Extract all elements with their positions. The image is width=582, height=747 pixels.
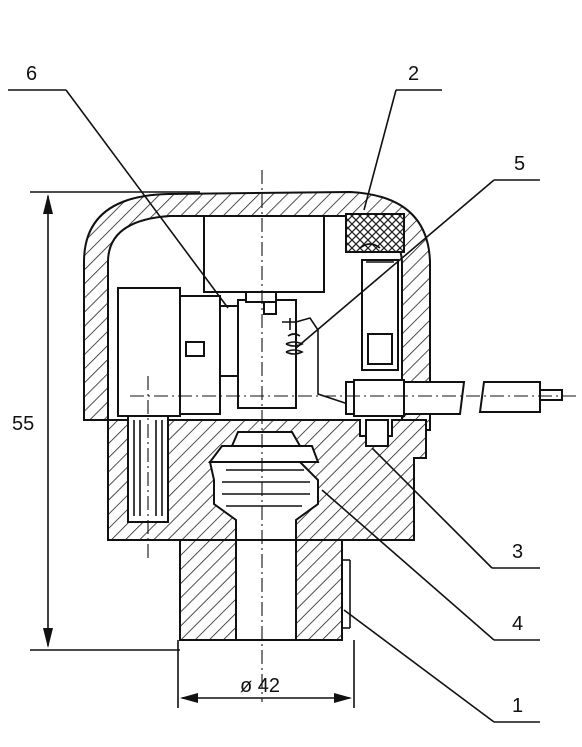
cable-connector: [345, 243, 563, 447]
callout-3-label: 3: [512, 541, 523, 563]
callout-4: 4: [321, 489, 540, 641]
callout-6: 6: [8, 63, 229, 309]
switch-housing: [117, 215, 325, 417]
dimension-diameter: ø 42: [177, 640, 355, 708]
callout-3: 3: [371, 447, 540, 569]
callout-2: 2: [363, 63, 442, 211]
callout-1-label: 1: [512, 695, 523, 717]
callout-5-label: 5: [514, 153, 525, 175]
callout-6-label: 6: [26, 63, 37, 85]
dimension-height: 55: [12, 191, 200, 651]
callout-4-label: 4: [512, 613, 523, 635]
dimension-height-label: 55: [12, 413, 34, 435]
callout-5: 5: [295, 153, 540, 349]
membrane-part-4: [208, 431, 320, 541]
callout-1: 1: [343, 609, 540, 723]
stem-part-1: [179, 539, 351, 641]
dimension-diameter-label: ø 42: [240, 675, 280, 697]
callout-2-label: 2: [408, 63, 419, 85]
insert-part-2: [345, 213, 405, 253]
